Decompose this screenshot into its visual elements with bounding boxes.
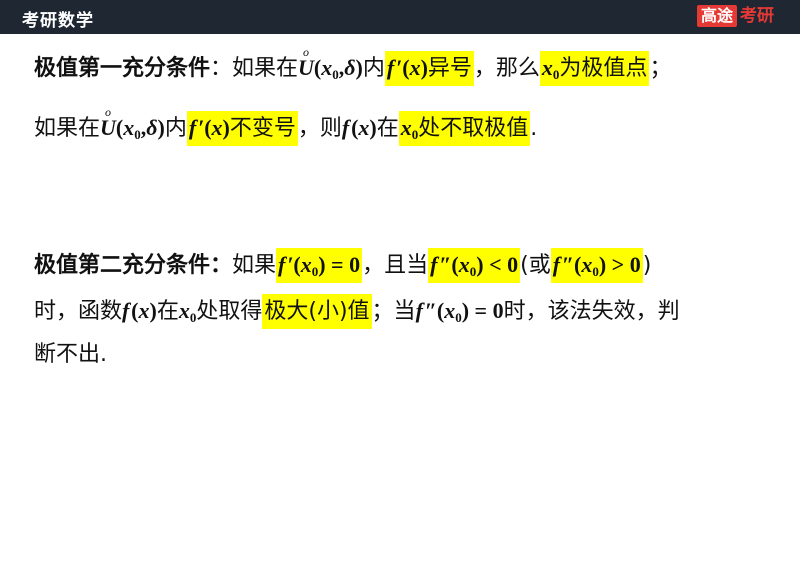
text-segment: 在: [376, 116, 399, 141]
highlight-derivative-sign-change: f ′(x)异号: [384, 51, 474, 86]
logo-text: 考研: [740, 6, 774, 26]
highlight-second-derivative-pos: f ″(x0) > 0: [550, 248, 643, 283]
text-segment: ：如果在: [210, 56, 299, 81]
brand-logo: 高途 考研: [696, 5, 774, 27]
cond1-label: 极值第一充分条件: [34, 56, 211, 81]
text-segment: 处取得: [196, 299, 263, 324]
text-segment: 内: [164, 116, 187, 141]
text-segment: ，且当: [362, 253, 429, 278]
logo-box: 高途: [696, 5, 737, 27]
cond2-line1: 极值第二充分条件：如果f ′(x0) = 0，且当f ″(x0) < 0(或f …: [34, 248, 652, 287]
cond2-line2: 时，函数f (x)在x0处取得极大(小)值；当f ″(x0) = 0时，该法失效…: [34, 294, 680, 333]
highlight-no-sign-change: f ′(x)不变号: [186, 111, 298, 146]
highlight-second-derivative-neg: f ″(x0) < 0: [428, 248, 521, 283]
text-segment: ，则: [297, 116, 342, 141]
text-segment: 时，函数: [34, 299, 123, 324]
text-segment: ，那么: [473, 56, 540, 81]
highlight-no-extreme: x0处不取极值: [398, 111, 531, 146]
text-segment: ；: [649, 56, 672, 81]
text-segment: 如果: [232, 253, 277, 278]
highlight-max-min: 极大(小)值: [262, 294, 372, 329]
text-segment: ；当: [371, 299, 416, 324]
text-segment: 在: [156, 299, 179, 324]
text-segment: 内: [362, 56, 385, 81]
highlight-extreme-point: x0为极值点: [539, 51, 650, 86]
text-segment: 断不出.: [34, 342, 107, 367]
text-segment: ): [642, 253, 652, 278]
text-segment: 时，该法失效，判: [503, 299, 680, 324]
cond2-line3: 断不出.: [34, 340, 107, 370]
header-bar: 考研数学 高途 考研: [0, 0, 800, 34]
highlight-first-derivative-zero: f ′(x0) = 0: [276, 248, 363, 283]
cond2-label: 极值第二充分条件：: [34, 253, 233, 278]
text-segment: .: [530, 116, 538, 141]
text-segment: (或: [520, 253, 551, 278]
course-title: 考研数学: [22, 11, 94, 31]
text-segment: 如果在: [34, 116, 101, 141]
